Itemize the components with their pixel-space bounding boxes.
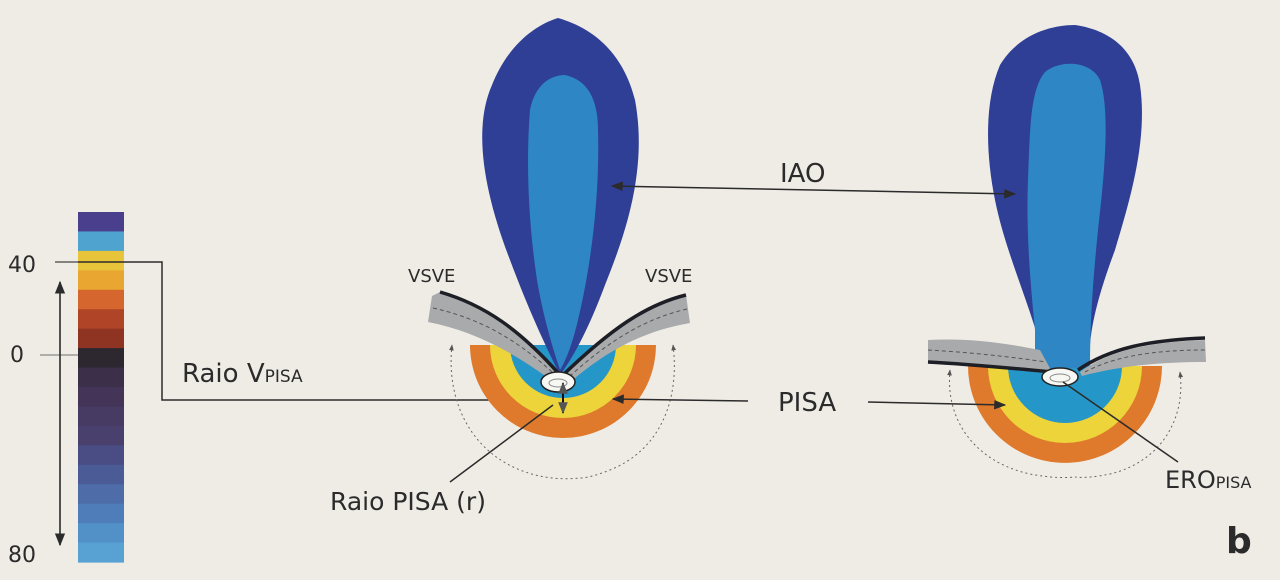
raio-pisa-label: Raio PISA (r): [330, 487, 486, 516]
vsve-label-right: VSVE: [645, 266, 692, 287]
left-valve: VSVE VSVE Raio PISA (r): [330, 18, 692, 516]
pisa-label: PISA: [778, 388, 836, 418]
right-jet-core: [1027, 63, 1106, 369]
raio-vpisa-label: Raio VPISA: [182, 359, 303, 389]
scale-band: [78, 309, 124, 330]
pisa-arrow-right: [867, 399, 1007, 410]
right-valve: EROPISA: [927, 25, 1252, 494]
scale-band: [78, 503, 124, 524]
scale-band: [78, 289, 124, 310]
left-flow-arc-left: [449, 344, 581, 480]
scale-band: [78, 270, 124, 291]
left-orifice: [540, 371, 576, 393]
panel-letter: b: [1226, 521, 1252, 562]
right-leaflet-right: [1080, 340, 1206, 376]
scale-band: [78, 212, 124, 233]
right-regurgitant-jet: [988, 25, 1142, 369]
left-leaflet-right: [563, 295, 690, 378]
ero-pointer: [1062, 381, 1179, 463]
right-orifice: [1041, 367, 1079, 387]
scale-band: [78, 464, 124, 485]
raio-vpisa-arrow: [78, 261, 510, 405]
raio-pisa-pointer: [449, 404, 554, 483]
right-leaflets: [927, 336, 1206, 376]
right-pisa-hemispheres: [968, 366, 1162, 463]
iao-annotation: IAO: [610, 159, 1017, 199]
scale-bands: [78, 212, 124, 563]
vsve-label-left: VSVE: [408, 266, 455, 287]
scale-tick-80: 80: [8, 543, 36, 568]
right-flow-arc-left: [947, 369, 1076, 479]
iao-label: IAO: [780, 159, 825, 189]
scale-tick-0: 0: [10, 343, 24, 368]
left-leaflet-left: [428, 292, 560, 378]
iao-double-arrow: [610, 181, 1017, 199]
scale-band: [78, 367, 124, 388]
scale-band: [78, 348, 124, 369]
scale-band: [78, 425, 124, 446]
scale-band: [78, 231, 124, 252]
scale-band: [78, 542, 124, 563]
scale-band: [78, 523, 124, 544]
scale-band: [78, 387, 124, 408]
scale-band: [78, 406, 124, 427]
left-regurgitant-jet: [482, 18, 639, 375]
scale-band: [78, 250, 124, 271]
right-pisa-ring-blue: [1008, 366, 1122, 423]
scale-band: [78, 445, 124, 466]
left-jet-core: [528, 75, 599, 370]
scale-tick-40: 40: [8, 253, 36, 278]
velocity-color-scale: 40 0 80: [8, 212, 124, 568]
scale-band: [78, 328, 124, 349]
ero-pisa-label: EROPISA: [1165, 466, 1252, 494]
pisa-annotation: PISA: [611, 388, 1007, 418]
scale-band: [78, 484, 124, 505]
pisa-arrow-left: [611, 394, 749, 404]
left-leaflets: [428, 290, 690, 378]
raio-vpisa-connector: Raio VPISA: [78, 261, 510, 405]
